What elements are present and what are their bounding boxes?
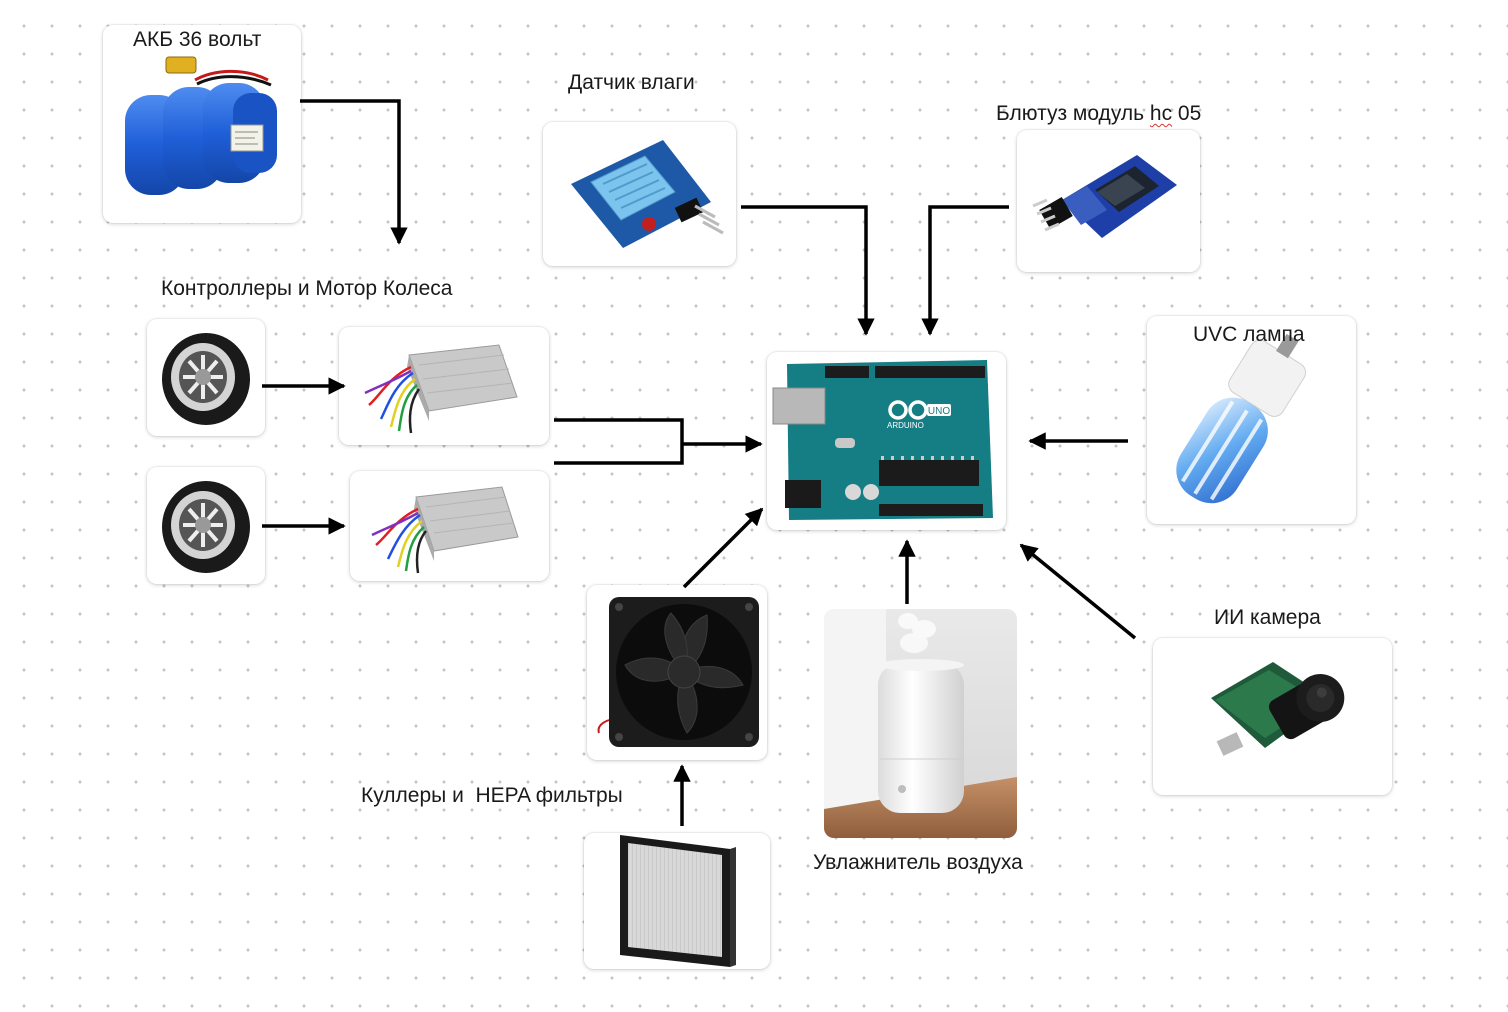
arrow-camera-to-arduino xyxy=(1019,543,1137,640)
bluetooth-module-image xyxy=(1032,155,1177,238)
controller-image xyxy=(364,344,518,434)
label-battery: АКБ 36 вольт xyxy=(133,28,262,51)
battery-card[interactable] xyxy=(103,25,301,223)
controller-card-2[interactable] xyxy=(350,471,549,581)
label-uvc-lamp: UVC лампа xyxy=(1193,323,1305,346)
arrow-bluetooth-to-arduino xyxy=(921,205,1009,336)
humidifier-image xyxy=(824,609,1017,838)
battery-image xyxy=(125,56,277,195)
hepa-filter-image xyxy=(620,835,736,967)
humidifier-card[interactable] xyxy=(824,609,1017,838)
ai-camera-image xyxy=(1211,662,1345,756)
label-humidifier: Увлажнитель воздуха xyxy=(813,851,1023,874)
arduino-model-text: UNO xyxy=(928,406,950,417)
wheel-motor-image xyxy=(162,333,250,425)
label-bluetooth-hc: hc xyxy=(1149,102,1173,125)
wheel-motor-card-1[interactable] xyxy=(147,319,265,436)
arrow-sensor-to-arduino xyxy=(741,205,875,336)
wheel-motor-image xyxy=(162,481,250,573)
label-coolers-hepa: Куллеры и HEPA фильтры xyxy=(361,784,623,807)
label-bluetooth-module: Блютуз модуль hc 05 xyxy=(996,102,1201,126)
humidity-sensor-image xyxy=(571,140,724,248)
hepa-filter-card[interactable] xyxy=(584,833,770,969)
arduino-uno-image: UNO ARDUINO xyxy=(772,360,993,520)
bluetooth-module-card[interactable] xyxy=(1017,130,1200,272)
bracket-controllers xyxy=(554,418,684,465)
wheel-motor-card-2[interactable] xyxy=(147,467,265,584)
controller-card-1[interactable] xyxy=(339,327,549,445)
label-humidity-sensor: Датчик влаги xyxy=(568,71,695,94)
label-controllers-motors: Контроллеры и Мотор Колеса xyxy=(161,277,453,300)
uvc-lamp-image xyxy=(1176,333,1307,504)
controller-image xyxy=(371,486,519,574)
label-bluetooth-suffix: 05 xyxy=(1172,102,1202,125)
humidity-sensor-card[interactable] xyxy=(543,122,736,266)
uvc-lamp-card[interactable] xyxy=(1147,316,1356,524)
label-ai-camera: ИИ камера xyxy=(1214,606,1321,629)
arduino-brand-text: ARDUINO xyxy=(887,421,924,430)
arduino-uno-card[interactable]: UNO ARDUINO xyxy=(767,352,1006,530)
label-bluetooth-prefix: Блютуз модуль xyxy=(996,102,1150,125)
ai-camera-card[interactable] xyxy=(1153,638,1392,795)
fan-card[interactable] xyxy=(587,585,767,760)
arrow-fan-to-arduino xyxy=(682,507,764,589)
fan-image xyxy=(597,597,759,747)
arrow-battery-to-motors xyxy=(300,99,408,245)
